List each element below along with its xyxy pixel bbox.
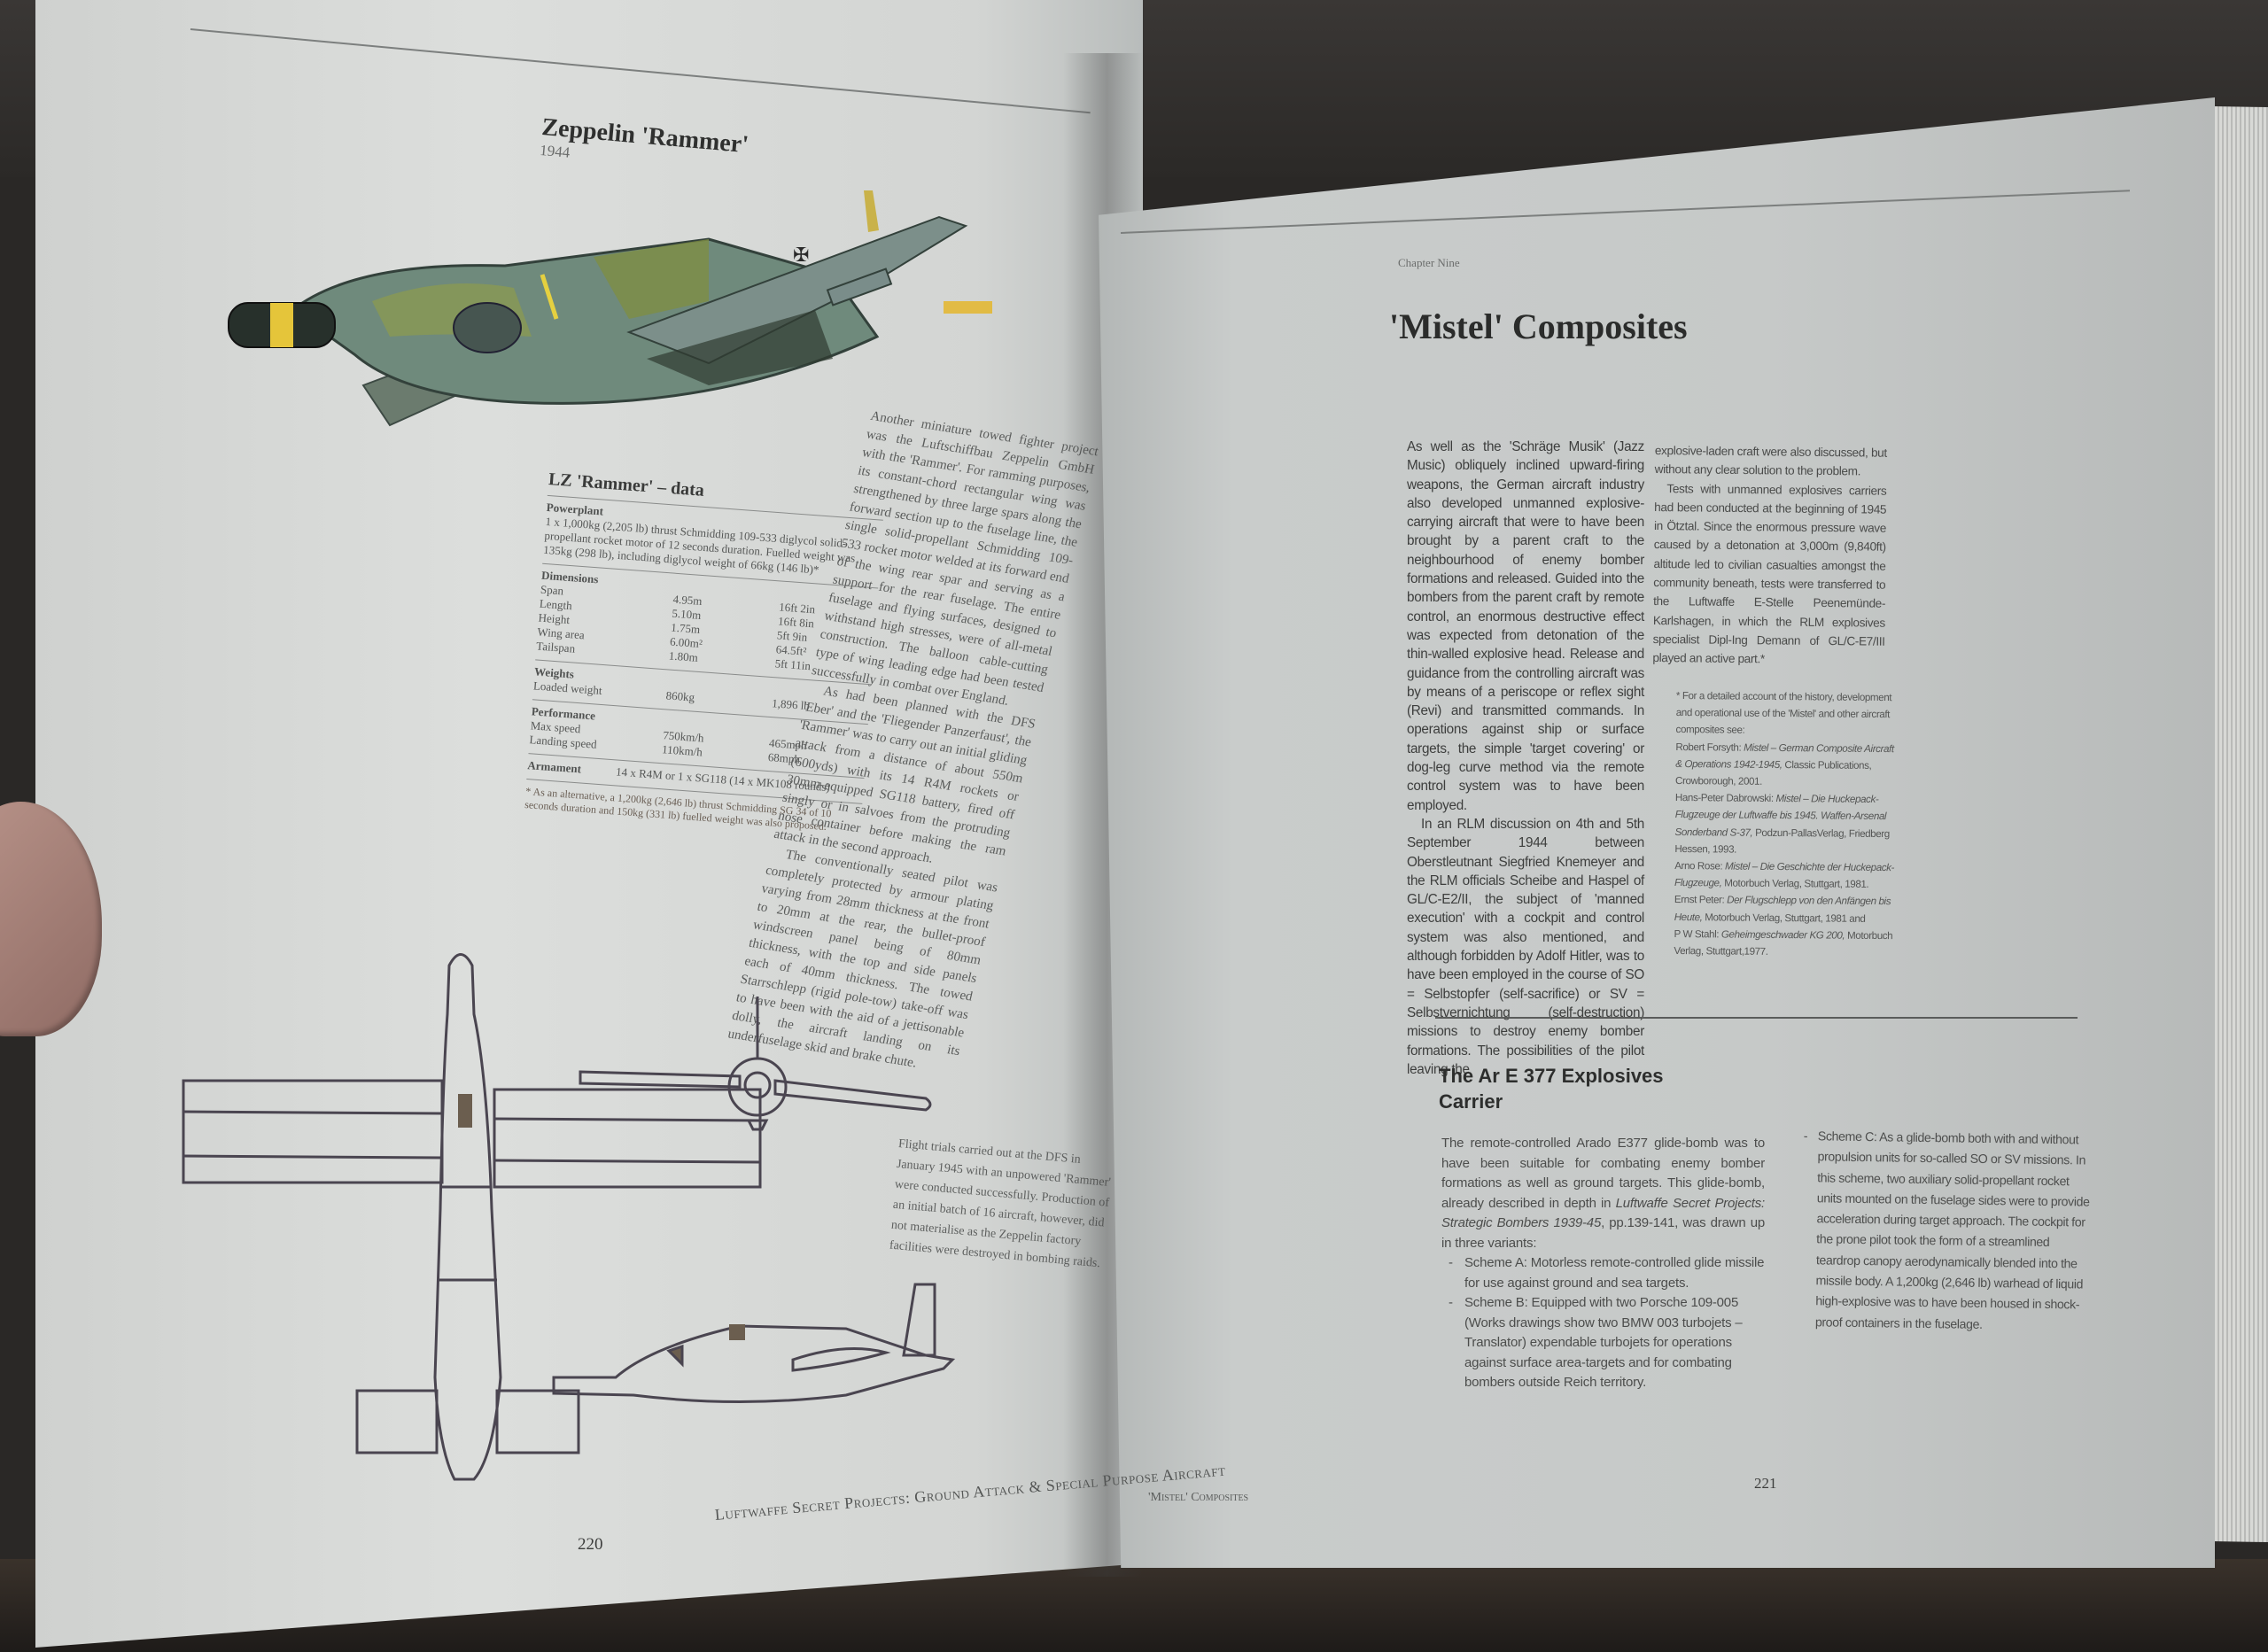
ref-title: Geheimgeschwader KG 200, <box>1720 928 1845 942</box>
body-paragraph: Tests with unmanned explosives carriers … <box>1652 481 1887 666</box>
scheme-list: Scheme C: As a glide-bomb both with and … <box>1796 1127 2091 1338</box>
chapter-title: 'Mistel' Composites <box>1389 306 1688 346</box>
reference-item: Arno Rose: Mistel – Die Geschichte der H… <box>1674 857 1900 894</box>
ar-e377-column-1: The remote-controlled Arado E377 glide-b… <box>1441 1134 1765 1393</box>
scheme-item: Scheme C: As a glide-bomb both with and … <box>1815 1127 2091 1337</box>
body-paragraph: In an RLM discussion on 4th and 5th Sept… <box>1407 816 1644 1077</box>
ref-publisher: Motorbuch Verlag, Stuttgart, 1981. <box>1724 877 1869 891</box>
ref-author: Robert Forsyth: <box>1675 741 1742 754</box>
intro-book-title: Luftwaffe Secret Projects: Strategic Bom… <box>1441 1195 1765 1231</box>
running-head-right: 'Mistel' Composites <box>1148 1491 1249 1504</box>
ref-publisher: Motorbuch Verlag, Stuttgart, 1981 and <box>1705 911 1866 925</box>
ref-author: Hans-Peter Dabrowski: <box>1674 792 1774 805</box>
reference-item: P W Stahl: Geheimgeschwader KG 200, Moto… <box>1674 926 1899 962</box>
intro-text: The remote-controlled Arado E377 glide-b… <box>1441 1136 1765 1211</box>
ar-e377-column-2: Scheme C: As a glide-bomb both with and … <box>1796 1127 2091 1338</box>
body-paragraph: explosive-laden craft were also discusse… <box>1654 443 1887 478</box>
scheme-list: Scheme A: Motorless remote-controlled gl… <box>1441 1253 1765 1393</box>
page-number-right: 221 <box>1754 1475 1777 1492</box>
plan-view-drawing <box>182 953 762 1481</box>
ref-author: P W Stahl: <box>1674 927 1720 941</box>
armament-label: Armament <box>526 758 582 776</box>
side-view-drawing <box>552 1283 956 1403</box>
intro-text: , pp.139-141, was drawn up in three vari… <box>1441 1215 1765 1251</box>
references-footnote: * For a detailed account of the history,… <box>1674 687 1902 961</box>
reference-item: Robert Forsyth: Mistel – German Composit… <box>1675 739 1901 792</box>
right-body-column-1: As well as the 'Schräge Musik' (Jazz Mus… <box>1407 438 1644 1079</box>
chapter-label: Chapter Nine <box>1398 256 1460 269</box>
right-body-column-2: explosive-laden craft were also discusse… <box>1652 441 1887 670</box>
front-view-drawing <box>579 997 932 1131</box>
reference-item: Ernst Peter: Der Flugschlepp von den Anf… <box>1674 891 1900 927</box>
page-number-left: 220 <box>578 1535 603 1554</box>
scheme-item: Scheme A: Motorless remote-controlled gl… <box>1449 1253 1765 1293</box>
reference-item: Hans-Peter Dabrowski: Mistel – Die Hucke… <box>1674 789 1901 859</box>
body-paragraph: As well as the 'Schräge Musik' (Jazz Mus… <box>1407 439 1644 813</box>
aircraft-three-view-drawings <box>182 953 956 1481</box>
scheme-item: Scheme B: Equipped with two Porsche 109-… <box>1449 1293 1765 1393</box>
aircraft-color-illustration: ✠ <box>228 190 992 427</box>
section-heading: The Ar E 377 Explosives Carrier <box>1439 1065 1664 1113</box>
ref-author: Arno Rose: <box>1674 860 1723 873</box>
footnote-intro: * For a detailed account of the history,… <box>1675 689 1892 737</box>
ref-author: Ernst Peter: <box>1674 894 1725 906</box>
svg-text:✠: ✠ <box>793 244 809 266</box>
section-divider <box>1435 1017 2078 1019</box>
section-intro: The remote-controlled Arado E377 glide-b… <box>1441 1134 1765 1253</box>
